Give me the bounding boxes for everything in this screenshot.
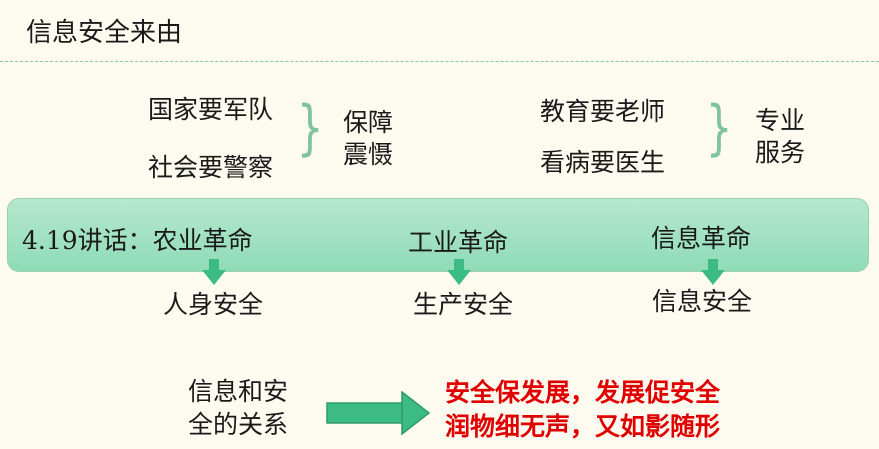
brace-left-icon: }	[296, 93, 324, 163]
group-label-zhenshe: 震慑	[343, 140, 394, 169]
group-label-fuwu: 服务	[755, 138, 806, 167]
outcome-information-security: 信息安全	[652, 287, 753, 316]
band-item-industry: 工业革命	[408, 228, 509, 257]
group-label-baozhang: 保障	[343, 108, 394, 137]
brace-right-icon: }	[705, 93, 733, 163]
arrow-down-icon	[202, 259, 226, 285]
outcome-personal-safety: 人身安全	[163, 290, 264, 319]
band-item-information: 信息革命	[651, 224, 752, 253]
arrow-down-icon	[701, 259, 725, 285]
arrow-down-icon	[447, 259, 471, 285]
title-divider	[0, 61, 879, 62]
line-police: 社会要警察	[148, 153, 274, 182]
arrow-right-icon	[326, 391, 430, 435]
relation-label-line1: 信息和安	[188, 377, 289, 406]
revolution-band	[7, 198, 869, 272]
slogan-line2: 润物细无声，又如影随形	[445, 412, 721, 441]
relation-label-line2: 全的关系	[188, 410, 289, 439]
line-doctor: 看病要医生	[540, 148, 666, 177]
outcome-production-safety: 生产安全	[413, 290, 514, 319]
line-army: 国家要军队	[148, 95, 274, 124]
slogan-line1: 安全保发展，发展促安全	[445, 378, 721, 407]
band-item-agriculture: 4.19讲话：农业革命	[22, 226, 253, 255]
line-teacher: 教育要老师	[540, 97, 666, 126]
page-title: 信息安全来由	[26, 18, 183, 48]
group-label-zhuanye: 专业	[755, 106, 806, 135]
